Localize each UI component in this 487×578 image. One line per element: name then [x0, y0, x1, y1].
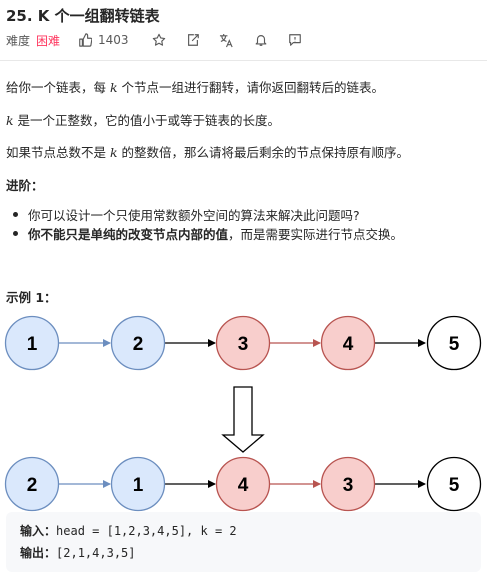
translate-icon: [220, 33, 233, 47]
node-top-5: 5: [426, 315, 482, 371]
node-bottom-3: 4: [215, 456, 271, 512]
description-paragraph-3: 如果节点总数不是 k 的整数倍，那么请将最后剩余的节点保持原有顺序。: [6, 142, 409, 161]
difficulty-value: 困难: [36, 33, 61, 48]
node-label: 1: [27, 334, 38, 355]
subscribe-button[interactable]: [253, 32, 269, 48]
linked-list-diagram: 1 2 3 4 5 2 1 4 3 5: [4, 315, 482, 512]
problem-meta-bar: 难度 困难 1403: [6, 31, 303, 49]
bullet-bold-text: 你不能只是单纯的改变节点内部的值: [28, 227, 229, 242]
node-bottom-2: 1: [110, 456, 166, 512]
problem-title: 25. K 个一组翻转链表: [6, 7, 160, 25]
node-top-3: 3: [215, 315, 271, 371]
node-label: 5: [449, 475, 460, 496]
node-bottom-4: 3: [320, 456, 376, 512]
node-label: 2: [133, 334, 144, 355]
star-button[interactable]: [151, 32, 167, 48]
translate-button[interactable]: [219, 32, 235, 48]
node-top-1: 1: [4, 315, 60, 371]
node-label: 3: [343, 475, 354, 496]
desc-var-k: k: [109, 80, 118, 95]
desc-text: 给你一个链表，每: [6, 80, 110, 95]
desc-text: 个节点一组进行翻转，请你返回翻转后的链表。: [117, 80, 385, 95]
node-label: 4: [238, 475, 249, 496]
output-line: 输出：[2,1,4,3,5]: [20, 544, 136, 561]
node-label: 4: [343, 334, 354, 355]
desc-var-k: k: [109, 145, 118, 160]
example-code-block: 输入：head = [1,2,3,4,5], k = 2 输出：[2,1,4,3…: [6, 512, 481, 572]
like-count: 1403: [98, 33, 129, 47]
desc-var-k: k: [6, 113, 14, 128]
output-label: 输出：: [20, 546, 57, 560]
transform-arrow: [221, 386, 265, 453]
list-item: 你可以设计一个只使用常数额外空间的算法来解决此问题吗?: [13, 205, 360, 224]
node-label: 1: [133, 475, 144, 496]
input-label: 输入：: [20, 524, 57, 538]
list-item: 你不能只是单纯的改变节点内部的值，而是需要实际进行节点交换。: [12, 224, 404, 243]
node-bottom-1: 2: [4, 456, 60, 512]
desc-text: 的整数倍，那么请将最后剩余的节点保持原有顺序。: [117, 145, 410, 160]
desc-text: 是一个正整数，它的值小于或等于链表的长度。: [13, 113, 281, 128]
input-value: head = [1,2,3,4,5], k = 2: [56, 524, 237, 538]
header-divider: [0, 60, 487, 61]
like-button[interactable]: 1403: [78, 33, 129, 47]
node-top-4: 4: [320, 315, 376, 371]
node-bottom-5: 5: [426, 456, 482, 512]
input-line: 输入：head = [1,2,3,4,5], k = 2: [20, 522, 237, 539]
feedback-icon: [288, 34, 301, 46]
node-label: 3: [238, 334, 249, 355]
node-label: 2: [27, 475, 38, 496]
feedback-button[interactable]: [287, 32, 303, 48]
advanced-heading: 进阶：: [6, 178, 44, 193]
output-value: [2,1,4,3,5]: [56, 546, 136, 560]
bullet-text: ，而是需要实际进行节点交换。: [228, 227, 404, 242]
difficulty-label: 难度: [6, 33, 31, 48]
description-paragraph-1: 给你一个链表，每 k 个节点一组进行翻转，请你返回翻转后的链表。: [6, 77, 384, 96]
star-icon: [152, 33, 165, 46]
share-button[interactable]: [185, 32, 201, 48]
thumb-up-icon: [79, 33, 93, 47]
node-label: 5: [449, 334, 460, 355]
example-title: 示例 1：: [6, 290, 57, 305]
node-top-2: 2: [110, 315, 166, 371]
description-paragraph-2: k 是一个正整数，它的值小于或等于链表的长度。: [6, 110, 280, 129]
bell-icon: [255, 35, 266, 46]
bullet-text: 你可以设计一个只使用常数额外空间的算法来解决此问题吗?: [28, 208, 360, 223]
desc-text: 如果节点总数不是: [6, 145, 110, 160]
share-icon: [187, 34, 199, 46]
